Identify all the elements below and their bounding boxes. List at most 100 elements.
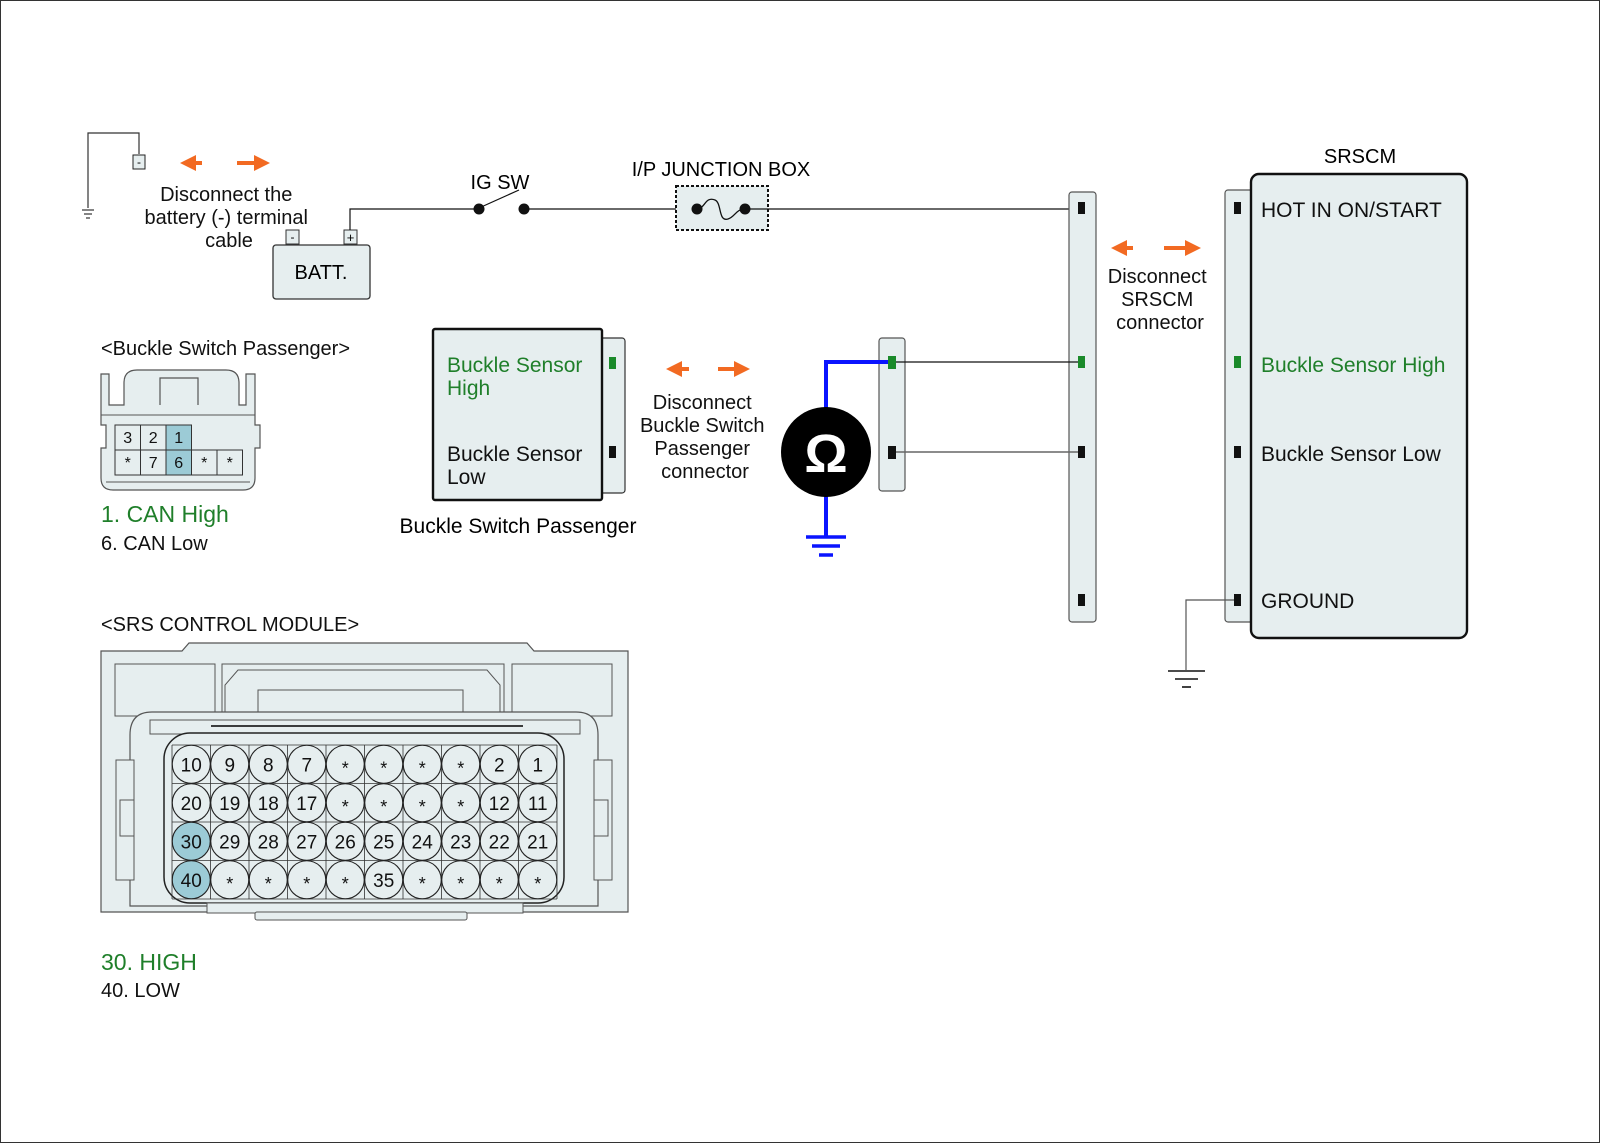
srs-pin-number: 25 xyxy=(373,832,394,853)
power-wire xyxy=(349,208,478,230)
srscm-module: SRSCM HOT IN ON/START Buckle Sensor High… xyxy=(1168,146,1469,688)
srs-pin-number: * xyxy=(419,874,426,894)
fuse-icon xyxy=(691,198,751,220)
ip-junction-box: I/P JUNCTION BOX xyxy=(632,159,811,231)
ig-switch-label: IG SW xyxy=(471,172,530,194)
buckle-pin-cell xyxy=(140,449,167,476)
battery-pos-terminal-label: + xyxy=(347,230,355,245)
battery-neg-terminal xyxy=(285,229,300,245)
buckle-pin-cell xyxy=(165,424,192,451)
harness-connector-strip xyxy=(1068,191,1097,623)
buckle-pin-number: 2 xyxy=(149,430,158,447)
battery-section: - Disconnect the battery (-) terminal ca… xyxy=(82,132,371,300)
buckle-pin-high xyxy=(609,357,616,369)
srs-pin-number: * xyxy=(380,758,387,778)
srs-pin-number: 1 xyxy=(532,755,543,776)
srscm-pin-label-hot: HOT IN ON/START xyxy=(1261,199,1442,222)
srs-pin-number: 18 xyxy=(258,794,279,815)
srs-pin-number: 30 xyxy=(181,832,202,853)
srs-pin-number: * xyxy=(342,874,349,894)
srs-pin-number: 10 xyxy=(181,755,202,776)
battery-neg-terminal-label: - xyxy=(291,230,295,244)
buckle-pin-number: 6 xyxy=(174,455,183,472)
ground-icon xyxy=(82,209,94,219)
buckle-legend-low: 6. CAN Low xyxy=(101,533,208,555)
srs-pin-number: 9 xyxy=(224,755,235,776)
srs-pin-number: * xyxy=(265,874,272,894)
harness-pin-high xyxy=(1078,356,1085,368)
srs-pin-number: 29 xyxy=(219,832,240,853)
srs-pin-number: 11 xyxy=(528,794,548,815)
srscm-pin-label-high: Buckle Sensor High xyxy=(1261,354,1445,377)
buckle-pin-cell xyxy=(216,449,243,476)
battery-label: BATT. xyxy=(295,262,348,284)
cable-negative-terminal xyxy=(132,154,146,170)
junction-box-label: I/P JUNCTION BOX xyxy=(632,159,811,181)
buckle-pin-cell xyxy=(165,449,192,476)
buckle-pin-number: * xyxy=(125,455,131,472)
battery-negative-cable xyxy=(87,132,140,208)
srs-pin-number: 8 xyxy=(263,755,274,776)
harness-pin-ground xyxy=(1078,594,1085,606)
srscm-pin-label-ground: GROUND xyxy=(1261,590,1354,613)
harness-pin-low xyxy=(1078,446,1085,458)
buckle-switch-caption: Buckle Switch Passenger xyxy=(400,515,637,538)
buckle-pin-number: 7 xyxy=(149,455,158,472)
battery-disconnect-note: Disconnect the battery (-) terminal cabl… xyxy=(145,184,314,252)
buckle-connector-view-title: <Buckle Switch Passenger> xyxy=(101,338,350,360)
srs-legend-high: 30. HIGH xyxy=(101,949,197,975)
buckle-pin-number: * xyxy=(201,455,207,472)
srscm-ground-icon xyxy=(1168,670,1205,688)
srs-pin-number: 21 xyxy=(527,832,548,853)
srscm-body xyxy=(1249,172,1469,640)
srscm-pin-low xyxy=(1234,446,1241,458)
harness-pin-hot xyxy=(1078,202,1085,214)
srs-pin-number: * xyxy=(496,874,503,894)
buckle-pin-label-low: Buckle Sensor Low xyxy=(447,443,588,489)
srscm-pin-hot xyxy=(1234,202,1241,214)
cable-negative-terminal-label: - xyxy=(137,155,141,169)
srs-pin-number: 24 xyxy=(412,832,434,853)
buckle-pin-cell xyxy=(114,424,141,451)
srs-pin-number: * xyxy=(457,758,464,778)
srscm-pin-label-low: Buckle Sensor Low xyxy=(1261,443,1442,466)
buckle-pin-number: * xyxy=(227,455,233,472)
srs-pin-number: * xyxy=(380,797,387,817)
srs-pin-number: 26 xyxy=(335,832,356,853)
srs-pin-number: 40 xyxy=(181,871,202,892)
srscm-pin-high xyxy=(1234,356,1241,368)
srs-pin-number: 19 xyxy=(219,794,240,815)
srs-pin-number: 23 xyxy=(450,832,471,853)
srs-pin-number: * xyxy=(303,874,310,894)
srscm-ground-wire xyxy=(1185,599,1234,670)
srs-legend-low: 40. LOW xyxy=(101,980,180,1002)
harness-buckle-pin-low xyxy=(888,446,896,459)
buckle-pin-number: 3 xyxy=(123,430,132,447)
srs-connector-view-title: <SRS CONTROL MODULE> xyxy=(101,614,359,636)
buckle-pin-low xyxy=(609,446,616,458)
buckle-pin-label-high: Buckle Sensor High xyxy=(447,354,588,400)
srs-pin-number: 28 xyxy=(258,832,279,853)
srs-pin-number: 12 xyxy=(489,794,510,815)
srs-pin-number: * xyxy=(419,797,426,817)
harness-buckle-connector-strip xyxy=(878,337,906,492)
srscm-title: SRSCM xyxy=(1324,146,1396,168)
ohmmeter-body xyxy=(781,407,871,497)
srs-pin-number: * xyxy=(342,758,349,778)
buckle-switch-body xyxy=(431,327,604,502)
srs-pin-number: * xyxy=(457,874,464,894)
srs-pin-number: 17 xyxy=(296,794,317,815)
ohm-icon: Ω xyxy=(804,424,847,484)
ignition-switch: IG SW xyxy=(471,172,530,215)
srs-pin-number: 22 xyxy=(489,832,510,853)
srs-pin xyxy=(518,860,558,900)
srs-pin-number: 7 xyxy=(301,755,312,776)
buckle-disconnect-note: Disconnect Buckle Switch Passenger conne… xyxy=(640,392,770,483)
srs-pin-number: 35 xyxy=(373,871,394,892)
srs-pin-number: 20 xyxy=(181,794,202,815)
srs-pin-number: * xyxy=(534,874,541,894)
buckle-pin-cell xyxy=(140,424,167,451)
